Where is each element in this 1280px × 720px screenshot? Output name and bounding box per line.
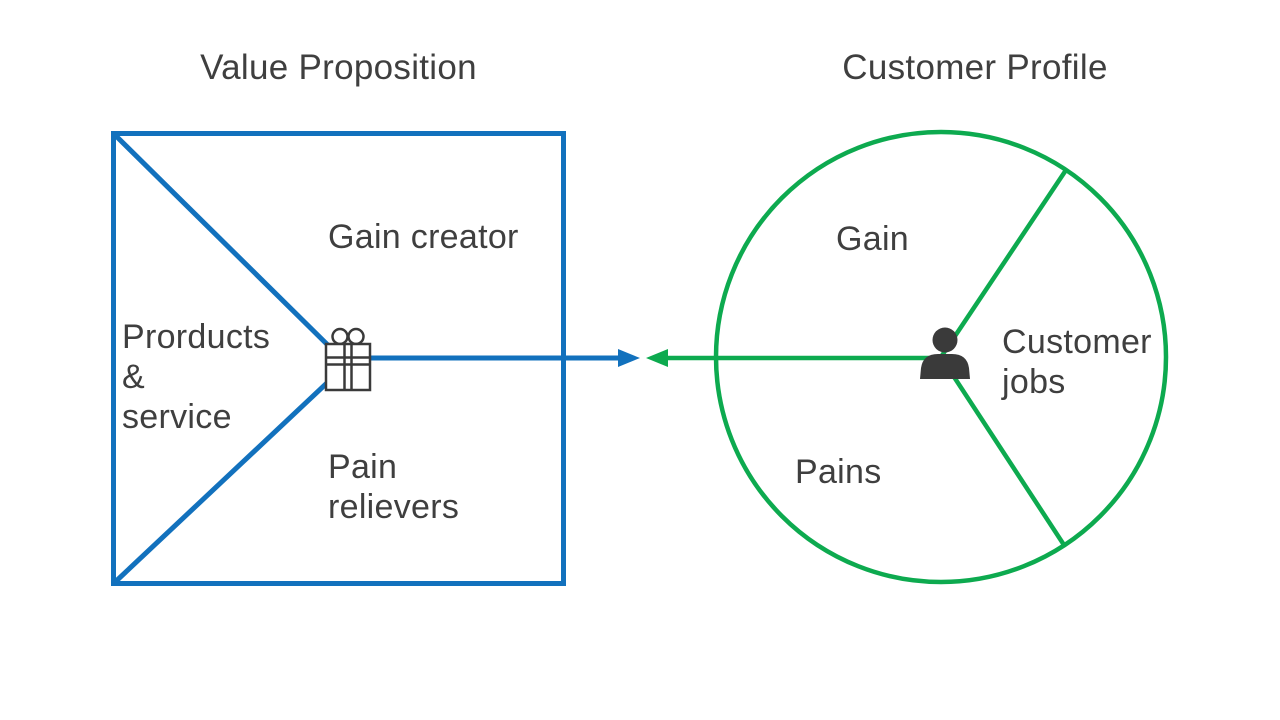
person-icon xyxy=(920,327,970,379)
segment-divider-bottom xyxy=(939,355,1066,547)
diagonal-line-top xyxy=(111,131,347,364)
customer-to-value-arrow xyxy=(646,349,941,367)
value-to-customer-arrow xyxy=(360,349,640,367)
person-body xyxy=(920,354,970,379)
gift-bow-right-loop xyxy=(347,327,365,346)
gain-label: Gain xyxy=(836,220,910,258)
gain-creator-label: Gain creator xyxy=(328,218,519,256)
blue-arrowhead xyxy=(618,349,640,367)
green-arrowhead xyxy=(646,349,668,367)
pains-label: Pains xyxy=(795,453,882,491)
customer-profile-title: Customer Profile xyxy=(842,48,1108,87)
gift-box-body xyxy=(324,342,372,392)
value-proposition-title: Value Proposition xyxy=(200,48,477,87)
diagonal-line-bottom xyxy=(111,364,347,586)
pain-relievers-label: Pain relievers xyxy=(328,448,460,526)
gift-icon xyxy=(324,327,372,392)
segment-divider-top xyxy=(939,168,1068,359)
products-service-label: Prorducts & service xyxy=(122,318,271,436)
customer-jobs-label: Customer jobs xyxy=(1002,323,1152,401)
person-head xyxy=(932,327,958,353)
gift-bow-left-loop xyxy=(331,327,349,346)
